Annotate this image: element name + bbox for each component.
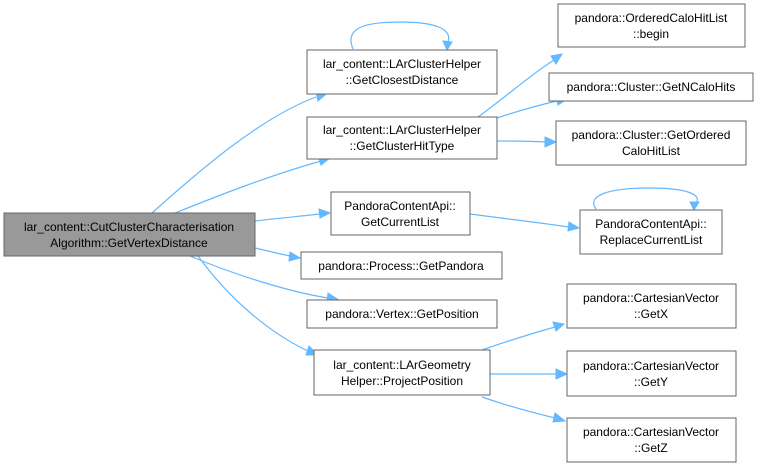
edge-root-to-getpandora — [254, 247, 302, 262]
node-getorderedcalohitlist[interactable]: pandora::Cluster::GetOrdered CaloHitList — [555, 120, 747, 166]
edge-replace-self — [593, 187, 700, 212]
node-root-getvertexdistance[interactable]: lar_content::CutClusterCharacterisation … — [3, 212, 256, 257]
edge-hittype-to-ordered — [496, 136, 558, 148]
node-getpandora-line1: pandora::Process::GetPandora — [318, 259, 484, 273]
node-getncalohits[interactable]: pandora::Cluster::GetNCaloHits — [548, 72, 754, 102]
node-begin-line2: ::begin — [633, 27, 669, 41]
node-projectposition[interactable]: lar_content::LArGeometry Helper::Project… — [313, 349, 491, 396]
node-orderedcalohitlist-begin[interactable]: pandora::OrderedCaloHitList ::begin — [557, 3, 746, 48]
node-getx-line2: ::GetX — [634, 307, 668, 321]
edge-project-to-getz — [481, 396, 567, 423]
edge-root-to-project — [197, 255, 320, 356]
node-project-line2: Helper::ProjectPosition — [341, 374, 463, 388]
node-begin-line1: pandora::OrderedCaloHitList — [575, 11, 728, 25]
node-project-line1: lar_content::LArGeometry — [333, 358, 470, 372]
node-getpandora[interactable]: pandora::Process::GetPandora — [300, 251, 503, 280]
node-replacecurrentlist[interactable]: PandoraContentApi:: ReplaceCurrentList — [579, 209, 723, 255]
node-getcurrentlist[interactable]: PandoraContentApi:: GetCurrentList — [330, 191, 471, 236]
node-root-line1: lar_content::CutClusterCharacterisation — [24, 220, 234, 234]
edge-curlist-to-replace — [469, 213, 581, 232]
node-getz-line2: ::GetZ — [634, 441, 667, 455]
node-hittype-line1: lar_content::LArClusterHelper — [323, 123, 481, 137]
node-replace-line1: PandoraContentApi:: — [595, 217, 706, 231]
edge-project-to-gety — [489, 368, 569, 380]
node-cartesianvector-getx[interactable]: pandora::CartesianVector ::GetX — [566, 283, 737, 329]
node-getclosestdistance[interactable]: lar_content::LArClusterHelper ::GetClose… — [306, 49, 498, 95]
node-getpos-line1: pandora::Vertex::GetPosition — [325, 307, 478, 321]
node-closest-line1: lar_content::LArClusterHelper — [323, 57, 481, 71]
node-ordered-line1: pandora::Cluster::GetOrdered — [572, 128, 731, 142]
node-gety-line1: pandora::CartesianVector — [583, 359, 719, 373]
node-getz-line1: pandora::CartesianVector — [583, 425, 719, 439]
node-getx-line1: pandora::CartesianVector — [583, 291, 719, 305]
node-getclusterhittype[interactable]: lar_content::LArClusterHelper ::GetClust… — [306, 116, 498, 160]
node-curlist-line1: PandoraContentApi:: — [344, 199, 455, 213]
node-ordered-line2: CaloHitList — [622, 144, 681, 158]
node-getposition[interactable]: pandora::Vertex::GetPosition — [306, 299, 498, 329]
edge-hittype-to-begin — [477, 53, 563, 118]
node-ncalo-line1: pandora::Cluster::GetNCaloHits — [567, 80, 736, 94]
edge-project-to-getx — [481, 321, 566, 351]
node-closest-line2: ::GetClosestDistance — [346, 73, 459, 87]
node-cartesianvector-gety[interactable]: pandora::CartesianVector ::GetY — [566, 350, 737, 397]
edge-closest-self — [350, 21, 453, 52]
node-cartesianvector-getz[interactable]: pandora::CartesianVector ::GetZ — [566, 417, 737, 463]
edge-root-to-closest — [151, 91, 328, 214]
node-hittype-line2: ::GetClusterHitType — [350, 139, 455, 153]
edge-root-to-curlist — [254, 208, 332, 222]
node-root-line2: Algorithm::GetVertexDistance — [50, 236, 208, 250]
edge-root-to-hittype — [174, 155, 332, 214]
node-curlist-line2: GetCurrentList — [361, 215, 440, 229]
node-gety-line2: ::GetY — [634, 375, 668, 389]
node-replace-line2: ReplaceCurrentList — [600, 233, 703, 247]
